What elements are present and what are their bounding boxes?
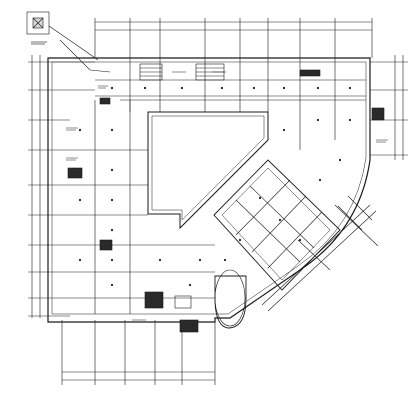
rounded-bay xyxy=(214,275,247,329)
right-dimension-line xyxy=(370,55,408,160)
leader-line xyxy=(48,25,99,61)
building-outline-inner xyxy=(51,61,367,315)
equipment-block xyxy=(99,239,113,251)
equipment-block xyxy=(99,97,111,105)
courtyard xyxy=(147,111,269,230)
stair-core xyxy=(144,291,199,333)
key-plan xyxy=(26,11,50,45)
section-line xyxy=(337,205,363,231)
rounded-bay-curve xyxy=(214,269,246,327)
section-line xyxy=(347,195,373,221)
stair-core xyxy=(139,63,163,81)
left-dimension-line xyxy=(28,55,95,318)
bottom-dimension-line xyxy=(61,320,216,385)
angled-wing-inner xyxy=(221,167,331,281)
equipment-block xyxy=(371,107,385,121)
annotation-marks xyxy=(66,71,388,323)
building-outline xyxy=(47,57,371,323)
angled-wing xyxy=(213,159,341,291)
top-dimension-line xyxy=(94,18,373,58)
column-grid xyxy=(78,86,352,287)
courtyard-inner xyxy=(151,115,265,221)
equipment-block xyxy=(299,69,321,77)
leader-line xyxy=(59,39,111,73)
equipment-block xyxy=(67,167,83,179)
